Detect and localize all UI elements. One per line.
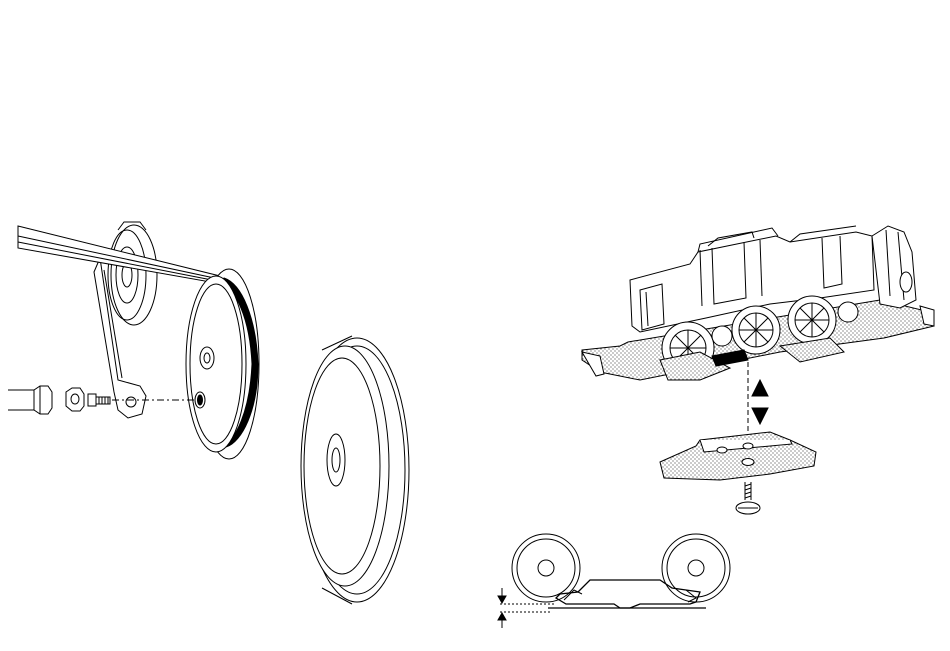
rear-wheel-hub <box>108 222 157 325</box>
clearance-dimension <box>498 588 506 628</box>
arrow-up-icon <box>752 380 768 396</box>
replacement-wheel <box>301 336 409 604</box>
arrow-down-icon <box>752 408 768 424</box>
clearance-detail-panel <box>498 534 730 628</box>
detail-left-wheel <box>512 534 580 602</box>
base-plate <box>660 432 816 480</box>
locomotive-panel <box>582 226 934 514</box>
base-plate-screw <box>736 482 760 514</box>
locomotive-body <box>582 226 934 380</box>
screwdriver-socket <box>8 386 52 414</box>
wheel-with-traction-tire <box>186 269 259 459</box>
hex-nut <box>66 388 84 411</box>
arrow-down-small-icon <box>498 596 506 603</box>
arrow-up-small-icon <box>498 613 506 620</box>
wheel-tire-panel <box>8 222 409 604</box>
axle-screw <box>88 394 110 406</box>
